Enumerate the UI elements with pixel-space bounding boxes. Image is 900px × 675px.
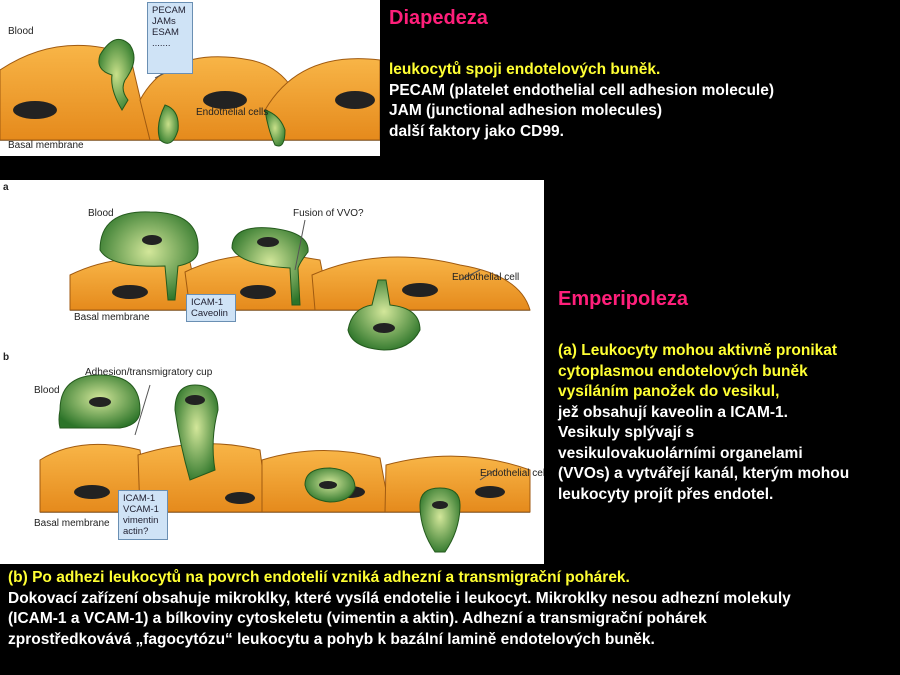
emp-line-5: Vesikuly splývají s [558, 424, 695, 441]
emperipoleza-title: Emperipoleza [558, 288, 689, 310]
box-line-3: ESAM [152, 27, 179, 38]
emp-line-3: vysíláním panožek do vesikul, [558, 383, 780, 400]
box-a-line-2: Caveolin [191, 308, 228, 319]
panel-a-basal-label: Basal membrane [74, 312, 150, 323]
bottom-line-4: zprostředkovává „fagocytózu“ leukocytu a… [8, 630, 655, 648]
panel-b-letter: b [3, 352, 10, 363]
blood-label: Blood [8, 26, 34, 37]
bottom-line-3: (ICAM-1 a VCAM-1) a bílkoviny cytoskelet… [8, 610, 707, 627]
diapedeza-line-2: PECAM (platelet endothelial cell adhesio… [389, 81, 774, 99]
bottom-line-2: Dokovací zařízení obsahuje mikroklky, kt… [8, 589, 791, 607]
diapedesis-figure: Blood Endothelial cells Basal membrane P… [0, 0, 380, 156]
panel-a-letter: a [3, 182, 9, 193]
emperipolesis-illustration [39, 211, 531, 553]
box-b-line-2: VCAM-1 [123, 504, 159, 515]
emperipolesis-figure: a Blood Fusion of VVO? Endothelial cell … [0, 180, 544, 564]
bottom-text: (b) Po adhezi leukocytů na povrch endote… [8, 568, 791, 650]
emp-line-2: cytoplasmou endotelových buněk [558, 362, 808, 380]
icam-caveolin-box: ICAM-1 Caveolin [186, 294, 236, 322]
diapedeza-line-4: další faktory jako CD99. [389, 122, 564, 140]
panel-b-blood-label: Blood [34, 385, 60, 396]
box-line-1: PECAM [152, 5, 186, 16]
panel-a-endothelial-label: Endothelial cell [452, 272, 520, 283]
box-line-2: JAMs [152, 16, 176, 27]
panel-b-endothelial-label: Endothelial cell [480, 468, 544, 479]
icam-vcam-box: ICAM-1 VCAM-1 vimentin actin? [118, 490, 168, 540]
panel-a-blood-label: Blood [88, 208, 114, 219]
diapedeza-line-3: JAM (junctional adhesion molecules) [389, 102, 663, 119]
emp-line-4: jež obsahují kaveolin a ICAM-1. [558, 403, 788, 421]
adhesion-cup-label: Adhesion/transmigratory cup [85, 367, 213, 378]
diapedeza-text: leukocytů spoji endotelových buněk. PECA… [389, 60, 774, 142]
emp-line-7: (VVOs) a vytvářejí kanál, kterým mohou [558, 465, 850, 482]
diapedeza-line-1: leukocytů spoji endotelových buněk. [389, 61, 661, 78]
fusion-vvo-label: Fusion of VVO? [293, 208, 364, 219]
endothelial-cells-label: Endothelial cells [196, 107, 269, 118]
diapedeza-title: Diapedeza [389, 7, 488, 29]
box-b-line-3: vimentin [123, 515, 159, 526]
emp-line-6: vesikulovakuolárními organelami [558, 444, 803, 462]
box-line-4: ....... [152, 38, 171, 49]
box-a-line-1: ICAM-1 [191, 297, 224, 308]
emperipoleza-text: (a) Leukocyty mohou aktivně pronikat cyt… [558, 341, 849, 505]
bottom-line-1: (b) Po adhezi leukocytů na povrch endote… [8, 569, 630, 586]
junction-molecules-box: PECAM JAMs ESAM ....... [147, 2, 193, 74]
panel-b-basal-label: Basal membrane [34, 518, 110, 529]
emp-line-8: leukocyty projít přes endotel. [558, 485, 774, 503]
box-b-line-4: actin? [123, 526, 149, 537]
box-b-line-1: ICAM-1 [123, 493, 156, 504]
basal-membrane-label: Basal membrane [8, 140, 84, 151]
emp-line-1: (a) Leukocyty mohou aktivně pronikat [558, 342, 838, 359]
